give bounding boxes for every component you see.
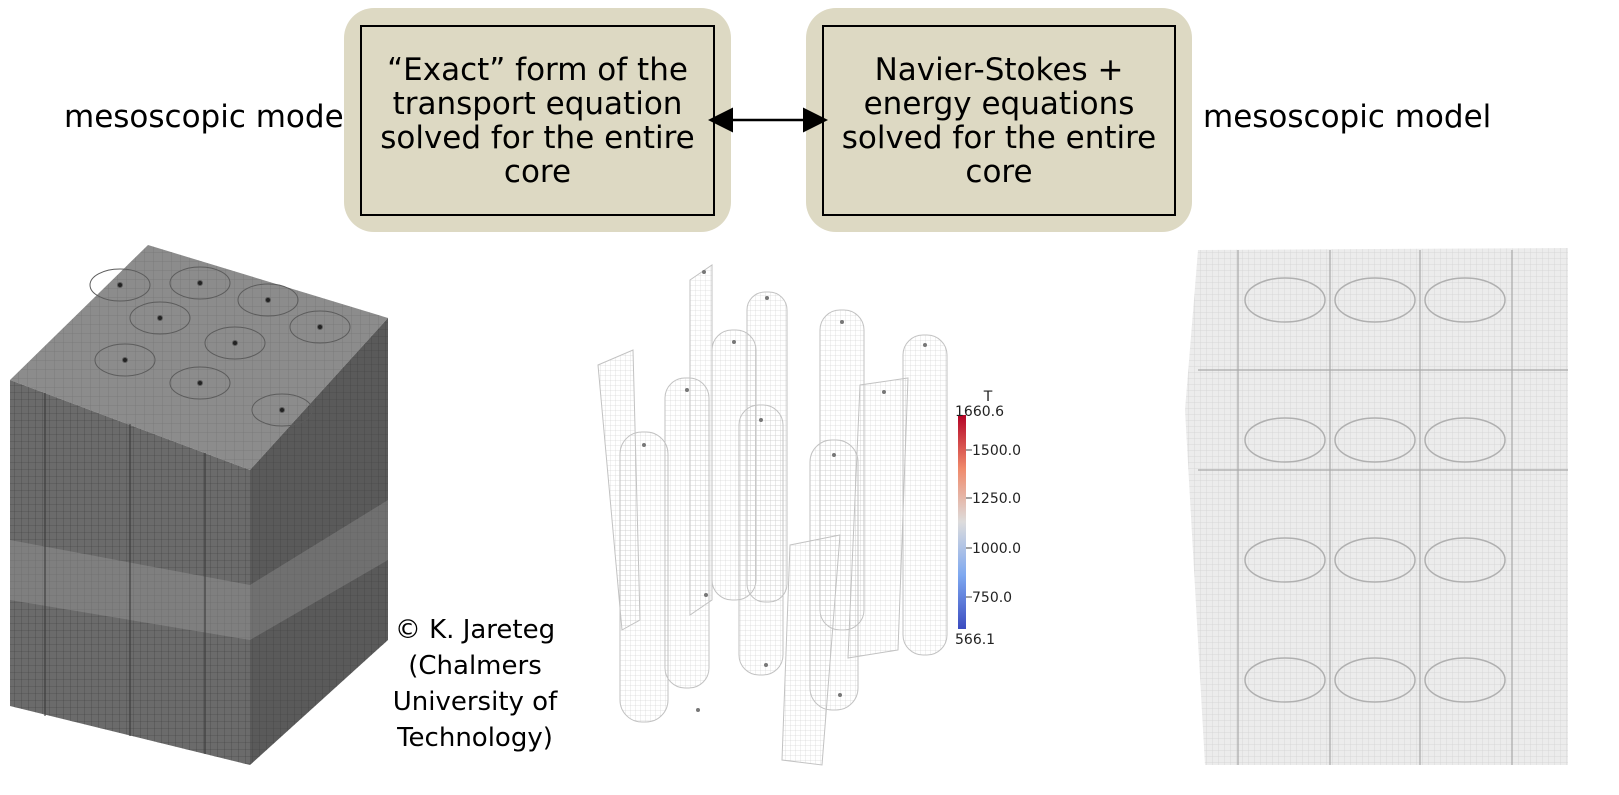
colorbar-title: T [983, 389, 993, 405]
colorbar-tick-label: 750.0 [972, 590, 1012, 606]
colorbar-tick-label: 1000.0 [972, 541, 1021, 557]
left-model-label: mesoscopic model [64, 99, 353, 135]
solid-mesh-block [10, 245, 388, 765]
fuel-rod [738, 404, 784, 676]
fuel-rod [619, 431, 669, 723]
colorbar-tick-label: 1500.0 [972, 443, 1021, 459]
colorbar-gradient [958, 415, 966, 629]
colorbar-max-label: 1660.6 [955, 404, 1004, 420]
colorbar-min-label: 566.1 [955, 632, 995, 648]
fuel-rod [902, 334, 948, 656]
navier-stokes-box-text: Navier-Stokes + energy equations solved … [822, 25, 1176, 216]
fuel-rod [664, 377, 710, 689]
navier-stokes-box: Navier-Stokes + energy equations solved … [806, 8, 1192, 232]
colorbar-tick-label: 1250.0 [972, 491, 1021, 507]
temperature-colorbar: T 1660.6 1500.0 1250.0 1000.0 750.0 566.1 [955, 389, 1021, 648]
image-credit: © K. Jareteg (Chalmers University of Tec… [392, 615, 558, 753]
fluid-mesh-block [1185, 248, 1568, 765]
fuel-rod [847, 377, 909, 659]
fuel-rod-wireframes [597, 264, 948, 766]
fuel-rod [781, 534, 841, 766]
right-model-label: mesoscopic model [1203, 99, 1492, 135]
